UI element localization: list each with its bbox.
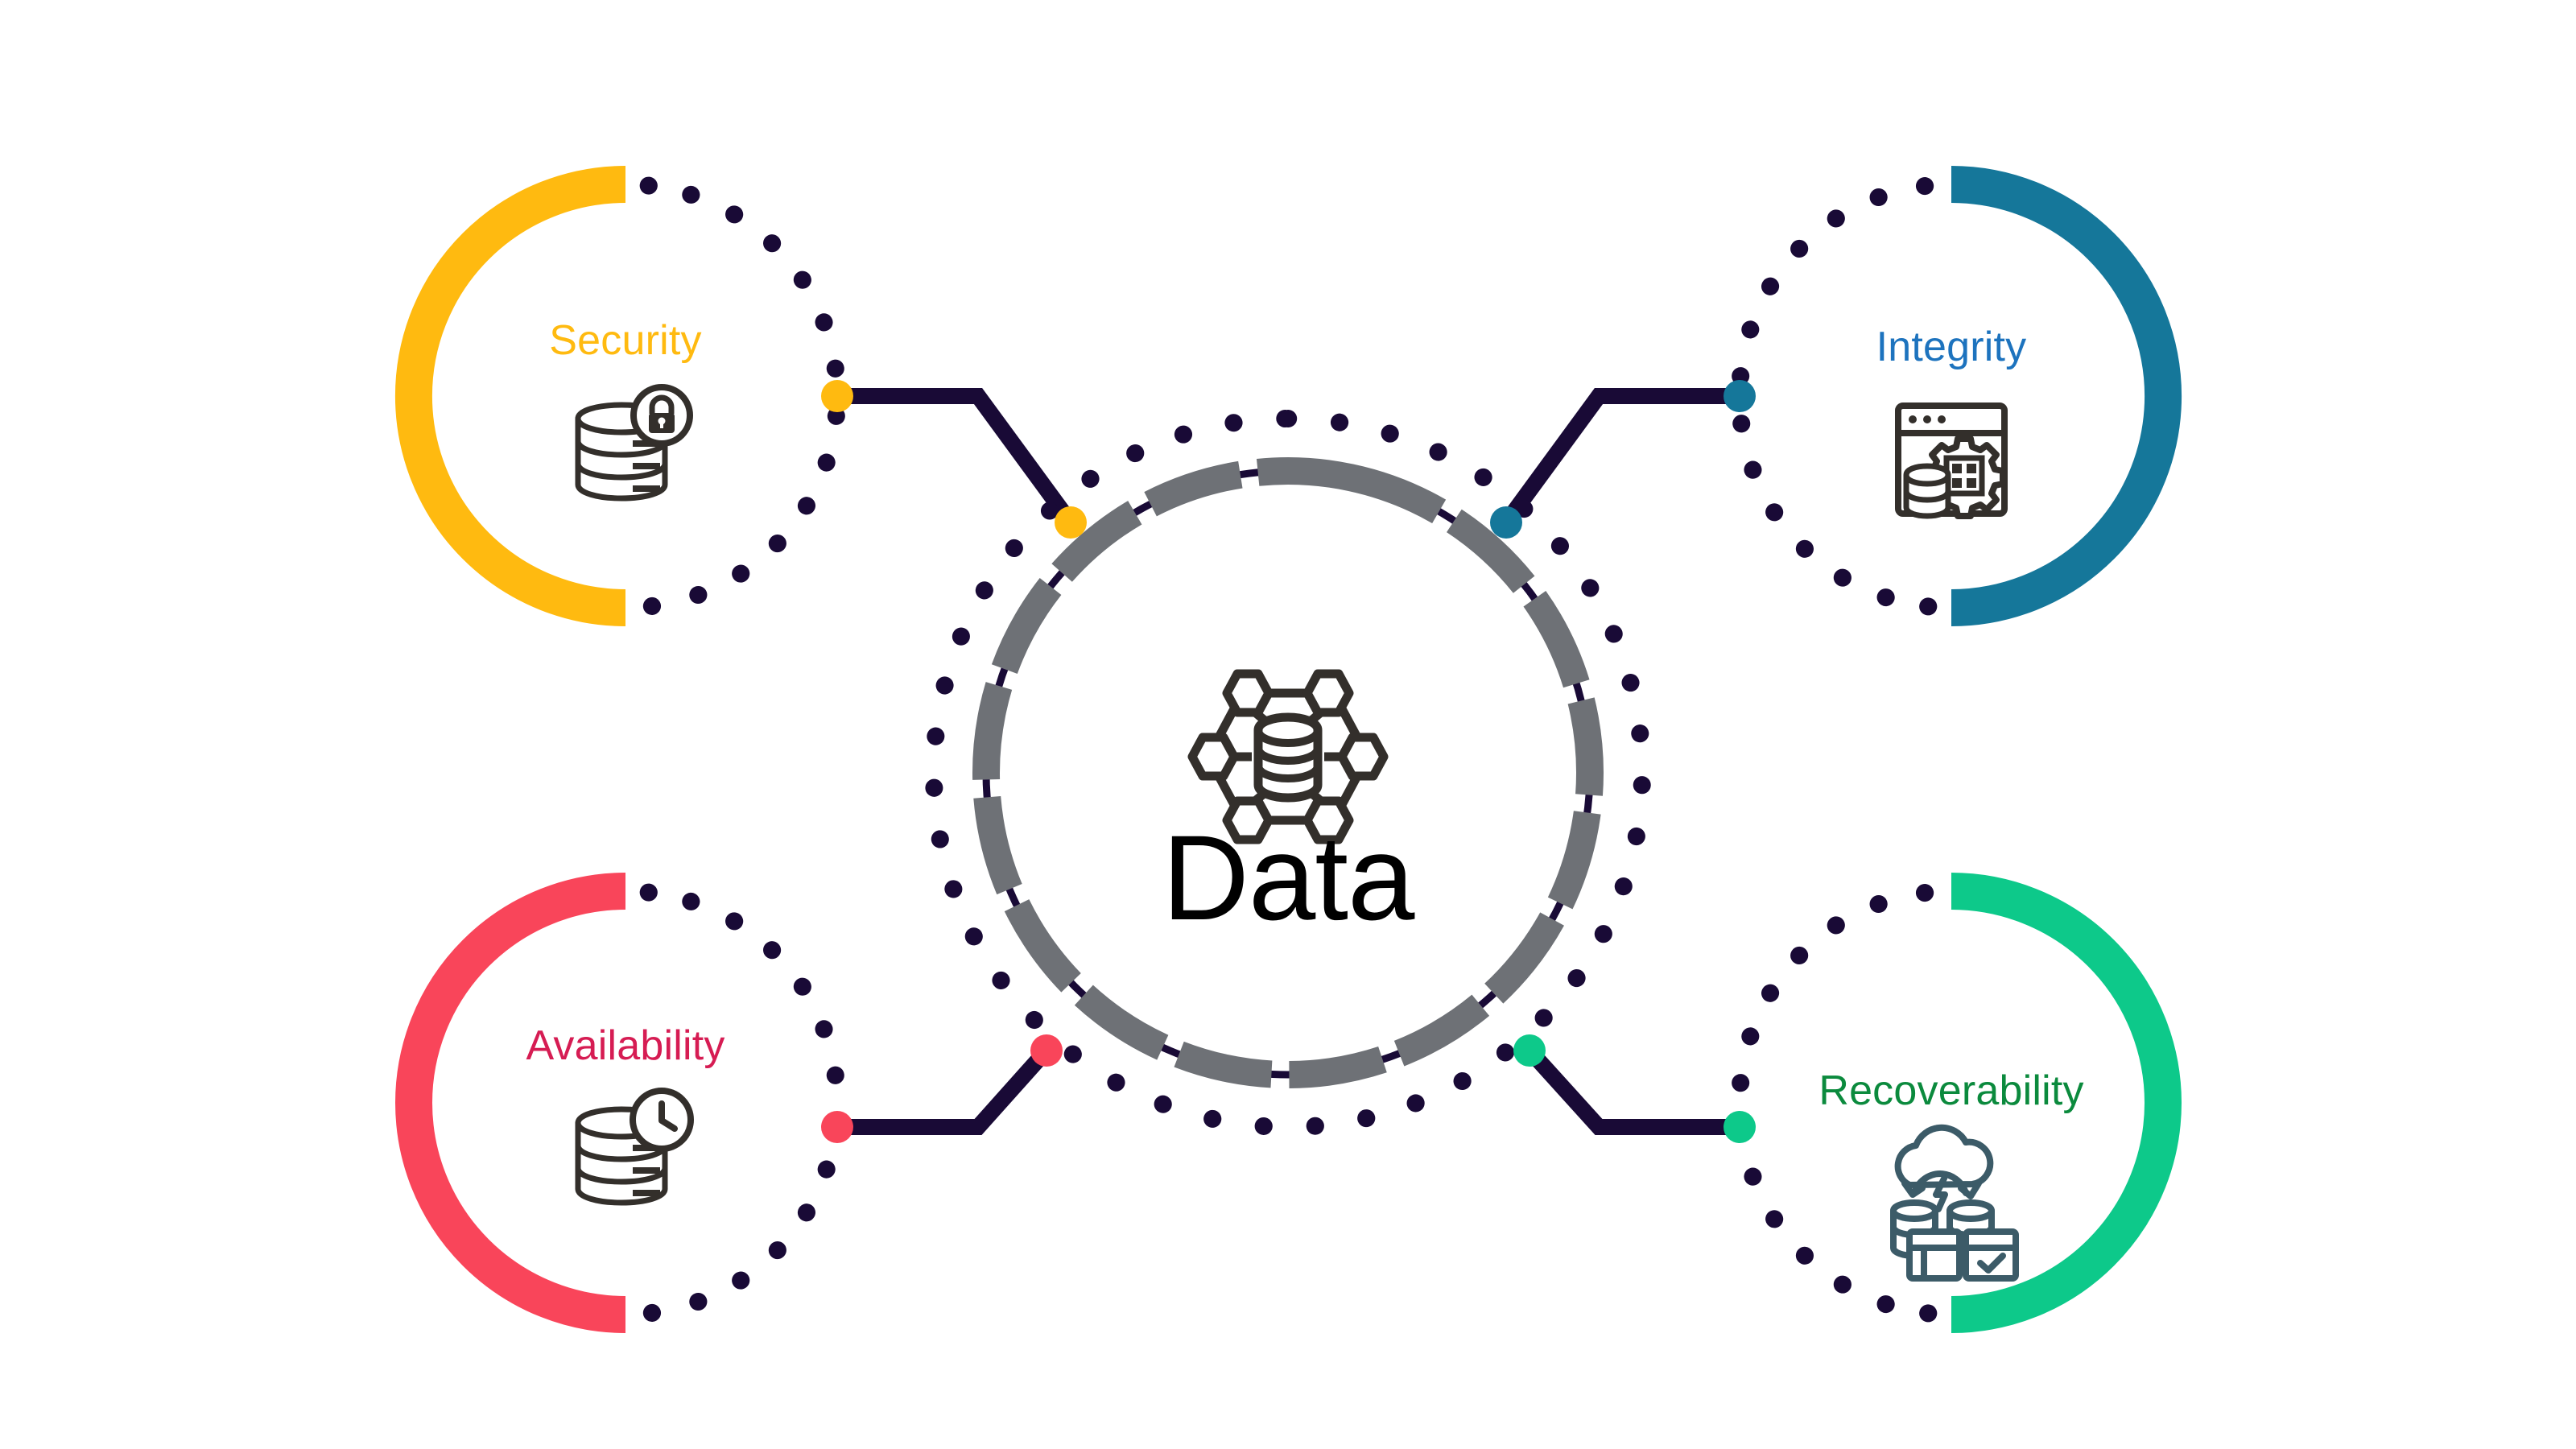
- security-label: Security: [549, 317, 701, 364]
- security-dotted-ring: [405, 175, 846, 617]
- center-dotted-ring: [925, 410, 1651, 1136]
- center-dashed-ring: [972, 457, 1604, 1089]
- security-arc: [395, 166, 626, 626]
- center-dot-availability: [1030, 1034, 1063, 1067]
- integrity-label: Integrity: [1876, 324, 2027, 370]
- connector-availability-to-center: [837, 1045, 1053, 1135]
- recoverability-label: Recoverability: [1818, 1067, 2083, 1114]
- node-integrity[interactable]: Integrity: [1685, 130, 2219, 663]
- recoverability-connector-dot: [1724, 1111, 1756, 1143]
- connector-recoverability-to-center: [1523, 1045, 1740, 1135]
- connector-security-to-center: [837, 388, 1078, 527]
- recoverability-arc: [1951, 873, 2182, 1333]
- integrity-arc: [1951, 166, 2182, 626]
- availability-arc: [395, 873, 626, 1333]
- integrity-dotted-ring: [1731, 175, 2172, 617]
- center-dot-security: [1055, 506, 1087, 539]
- center-dot-recoverability: [1513, 1034, 1546, 1067]
- database-settings-window-icon: [1898, 406, 2004, 516]
- node-recoverability[interactable]: Recoverability: [1685, 836, 2219, 1370]
- center-dot-integrity: [1490, 506, 1522, 539]
- availability-connector-dot: [821, 1111, 853, 1143]
- node-security[interactable]: Security: [359, 130, 893, 663]
- integrity-connector-dot: [1724, 380, 1756, 412]
- availability-label: Availability: [526, 1022, 724, 1069]
- security-connector-dot: [821, 380, 853, 412]
- database-clock-icon: [578, 1091, 691, 1203]
- center-label: Data: [1162, 810, 1415, 945]
- connectors-group: [837, 388, 1740, 1135]
- connector-integrity-to-center: [1499, 388, 1740, 527]
- cloud-backup-restore-icon: [1893, 1128, 2016, 1278]
- database-lock-icon: [578, 387, 690, 498]
- availability-dotted-ring: [405, 882, 846, 1323]
- center-hub[interactable]: Data: [925, 410, 1651, 1136]
- node-availability[interactable]: Availability: [359, 836, 893, 1370]
